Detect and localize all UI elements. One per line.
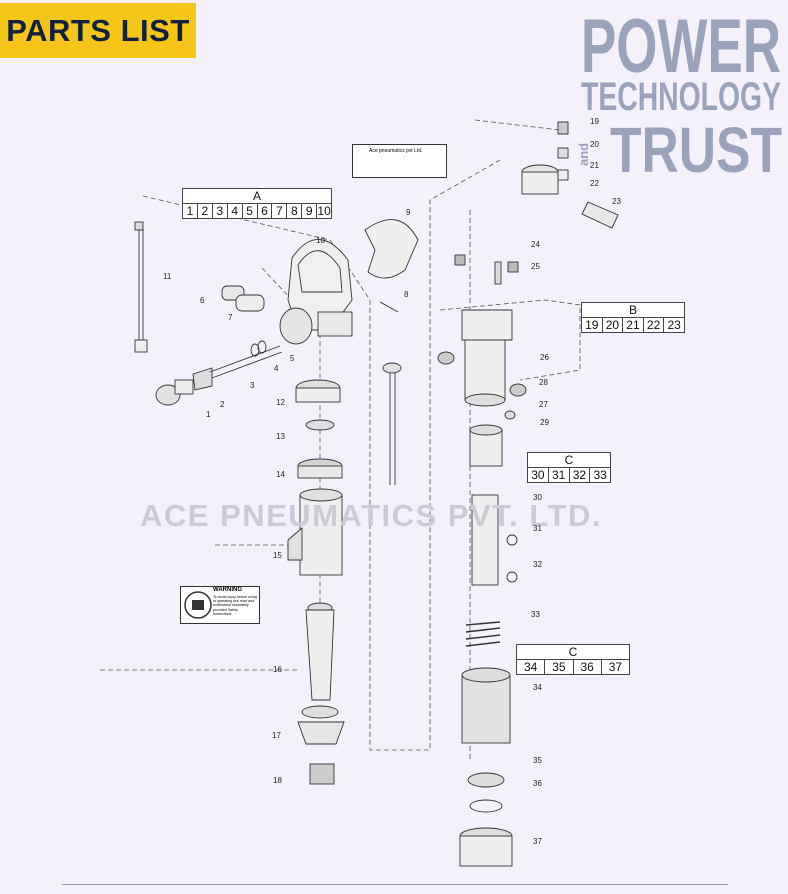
part-label: 7 xyxy=(228,313,233,322)
brand-line-1: POWER xyxy=(581,6,781,89)
part-label: 21 xyxy=(590,161,599,170)
group-c2-item: 37 xyxy=(608,660,623,674)
company-watermark: ACE PNEUMATICS PVT. LTD. xyxy=(140,498,602,533)
part-label: 37 xyxy=(533,837,542,846)
part-label: 19 xyxy=(590,117,599,126)
group-c1-item: 30 xyxy=(528,468,549,482)
footer-divider xyxy=(62,884,728,885)
group-b-title: B xyxy=(582,303,684,318)
group-a-item: 7 xyxy=(272,204,288,218)
part-label: 9 xyxy=(406,208,411,217)
part-label: 31 xyxy=(533,524,542,533)
part-label: 4 xyxy=(274,364,279,373)
group-a-item: 1 xyxy=(183,204,198,218)
group-a-item: 2 xyxy=(198,204,213,218)
part-label: 35 xyxy=(533,756,542,765)
nameplate-company: Ace pneumatics pvt Ltd. xyxy=(369,148,423,154)
part-label: 20 xyxy=(590,140,599,149)
part-label: 1 xyxy=(206,410,211,419)
part-label: 28 xyxy=(539,378,548,387)
part-label: 22 xyxy=(590,179,599,188)
part-label: 16 xyxy=(273,665,282,674)
group-c1-item: 33 xyxy=(593,468,607,482)
part-label: 18 xyxy=(273,776,282,785)
part-label: 10 xyxy=(316,236,325,245)
brand-line-3: TRUST xyxy=(610,114,782,178)
part-label: 36 xyxy=(533,779,542,788)
manual-reader-icon xyxy=(184,591,212,619)
part-label: 32 xyxy=(533,560,542,569)
brand-logo: POWER TECHNOLOGY and TRUST xyxy=(578,6,782,178)
group-c1-item: 32 xyxy=(570,468,591,482)
part-label: 34 xyxy=(533,683,542,692)
nameplate-label: Ace pneumatics pvt Ltd. xyxy=(352,144,447,178)
part-label: 17 xyxy=(272,731,281,740)
group-a-item: 4 xyxy=(228,204,243,218)
part-label: 27 xyxy=(539,400,548,409)
group-a-item: 3 xyxy=(213,204,228,218)
group-b-item: 19 xyxy=(582,318,603,332)
warning-heading: WARNING xyxy=(213,587,242,593)
part-label: 3 xyxy=(250,381,255,390)
part-label: 13 xyxy=(276,432,285,441)
group-a-title: A xyxy=(183,189,331,204)
parts-list-badge: PARTS LIST xyxy=(0,3,196,58)
brand-line-2: TECHNOLOGY xyxy=(581,75,781,119)
group-b-item: 23 xyxy=(667,318,681,332)
group-b-item: 22 xyxy=(644,318,665,332)
group-c2-title: C xyxy=(517,645,629,660)
group-c2-item: 34 xyxy=(517,660,546,674)
warning-body: To avoid injury before using or operatin… xyxy=(213,595,257,616)
group-c2-item: 35 xyxy=(545,660,574,674)
group-a-item: 9 xyxy=(302,204,318,218)
group-a-item: 8 xyxy=(287,204,303,218)
part-label: 33 xyxy=(531,610,540,619)
group-c1-item: 31 xyxy=(549,468,570,482)
part-label: 24 xyxy=(531,240,540,249)
warning-label: WARNING To avoid injury before using or … xyxy=(180,586,260,624)
group-b-item: 20 xyxy=(603,318,624,332)
parts-list-title: PARTS LIST xyxy=(6,12,190,48)
group-a-item: 5 xyxy=(243,204,258,218)
part-label: 23 xyxy=(612,197,621,206)
part-label: 2 xyxy=(220,400,225,409)
part-label: 14 xyxy=(276,470,285,479)
group-a-item: 6 xyxy=(258,204,273,218)
part-label: 6 xyxy=(200,296,205,305)
group-c1-title: C xyxy=(528,453,610,468)
part-label: 30 xyxy=(533,493,542,502)
part-label: 26 xyxy=(540,353,549,362)
part-label: 25 xyxy=(531,262,540,271)
brand-and-small: and xyxy=(578,143,591,166)
part-label: 5 xyxy=(290,354,295,363)
part-label: 11 xyxy=(163,272,172,281)
group-b-item: 21 xyxy=(623,318,644,332)
part-label: 12 xyxy=(276,398,285,407)
group-a-item: 10 xyxy=(317,204,331,218)
part-label: 29 xyxy=(540,418,549,427)
part-label: 8 xyxy=(404,290,409,299)
group-c2-item: 36 xyxy=(574,660,602,674)
part-label: 15 xyxy=(273,551,282,560)
